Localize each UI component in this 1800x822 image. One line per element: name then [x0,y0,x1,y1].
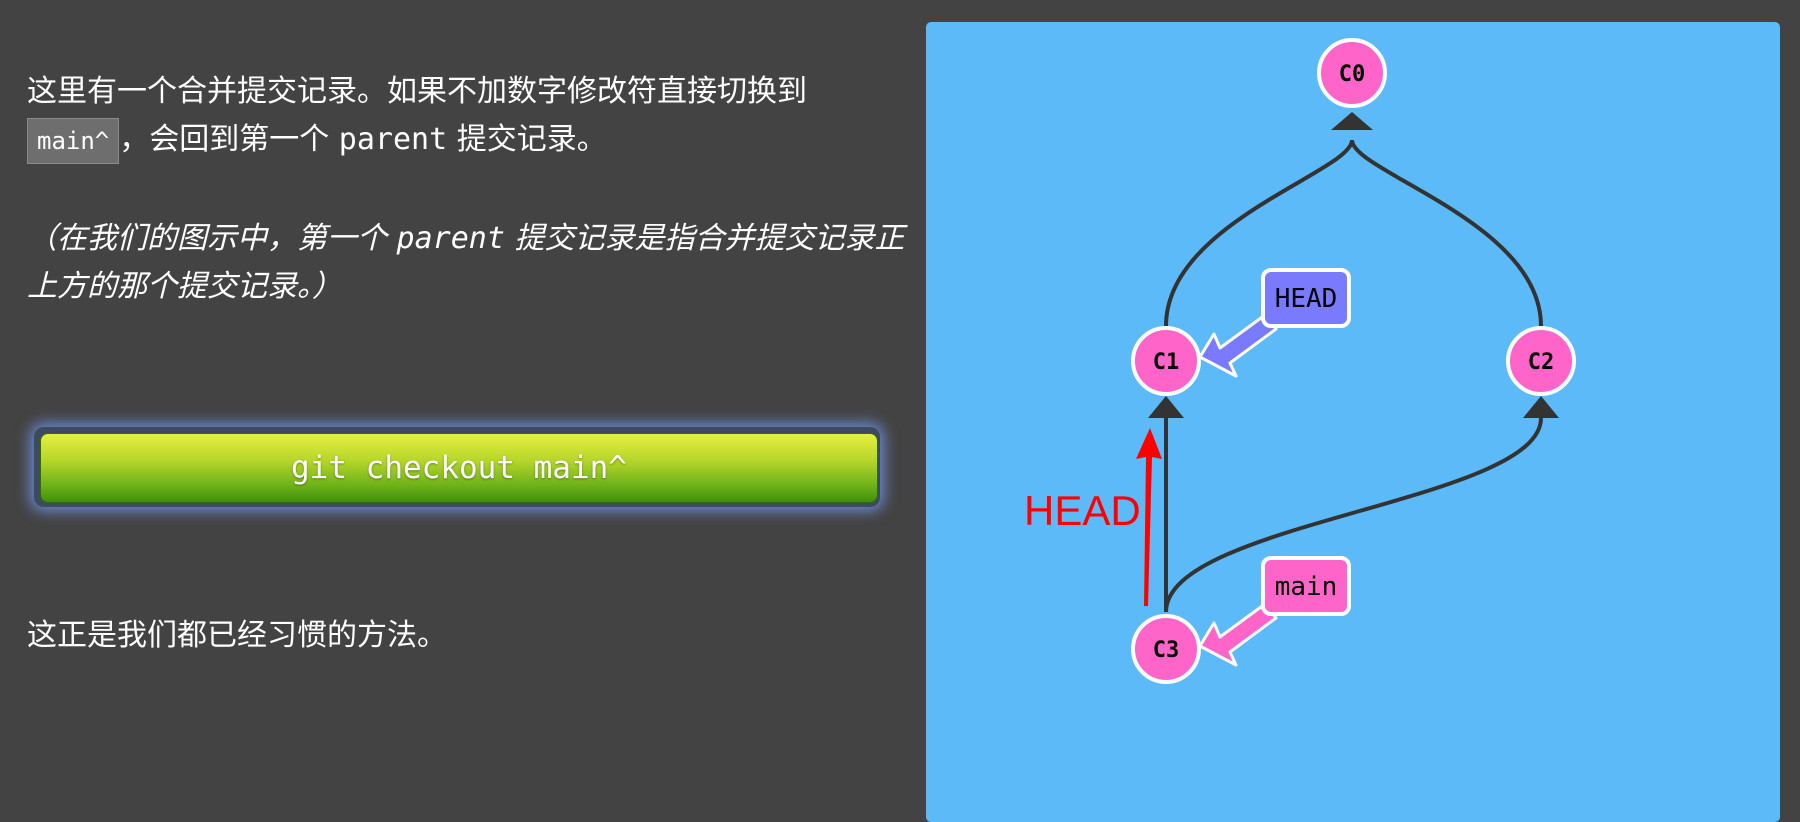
main-branch-box[interactable] [1261,556,1351,616]
head-annotation-label: HEAD [1024,487,1141,534]
main-branch-label: main [1275,572,1338,602]
lesson-paragraph-2: （在我们的图示中，第一个 parent 提交记录是指合并提交记录正上方的那个提交… [27,215,917,311]
head-ref-label: HEAD [1275,284,1338,314]
head-move-arrow [1136,428,1162,606]
para1-text-end: 提交记录。 [447,122,607,157]
commit-c2[interactable]: C2 [1506,326,1576,396]
arrowhead-c1 [1148,396,1184,418]
commit-c1-label: C1 [1153,350,1180,375]
para1-parent-term: parent [338,122,448,157]
commit-c2-label: C2 [1528,350,1555,375]
commit-c1[interactable]: C1 [1131,326,1201,396]
head-ref-box[interactable] [1261,268,1351,328]
commit-c0[interactable]: C0 [1317,38,1387,108]
git-command-button[interactable]: git checkout main^ [40,433,878,503]
arrowhead-c0 [1331,112,1373,130]
edge-c2-c0 [1350,139,1543,327]
para2-parent-term: parent [396,221,505,256]
edge-c1-c0 [1164,139,1354,327]
commit-c3[interactable]: C3 [1131,614,1201,684]
arrowhead-c2 [1523,396,1559,418]
commit-c0-label: C0 [1339,62,1366,87]
para2-text-end: 提交记录是指合并提交记录正上方的那个提交记录。） [27,221,905,304]
edge-c3-c2 [1164,417,1543,613]
para1-text: 这里有一个合并提交记录。如果不加数字修改符直接切换到 [27,74,807,109]
inline-code-main-caret: main^ [27,117,120,164]
lesson-paragraph-3: 这正是我们都已经习惯的方法。 [27,618,447,653]
commit-tree: HEAD HEAD main C0 C1 C2 C3 [1024,38,1576,684]
git-visualization-panel: HEAD HEAD main C0 C1 C2 C3 [926,22,1780,822]
lesson-paragraph-1: 这里有一个合并提交记录。如果不加数字修改符直接切换到 main^，会回到第一个 … [27,68,897,164]
para2-text-open: （在我们的图示中，第一个 [27,221,397,256]
lesson-panel: 这里有一个合并提交记录。如果不加数字修改符直接切换到 main^，会回到第一个 … [27,68,917,653]
para1-text-after: ，会回到第一个 [119,122,339,157]
commit-c3-label: C3 [1153,638,1180,663]
